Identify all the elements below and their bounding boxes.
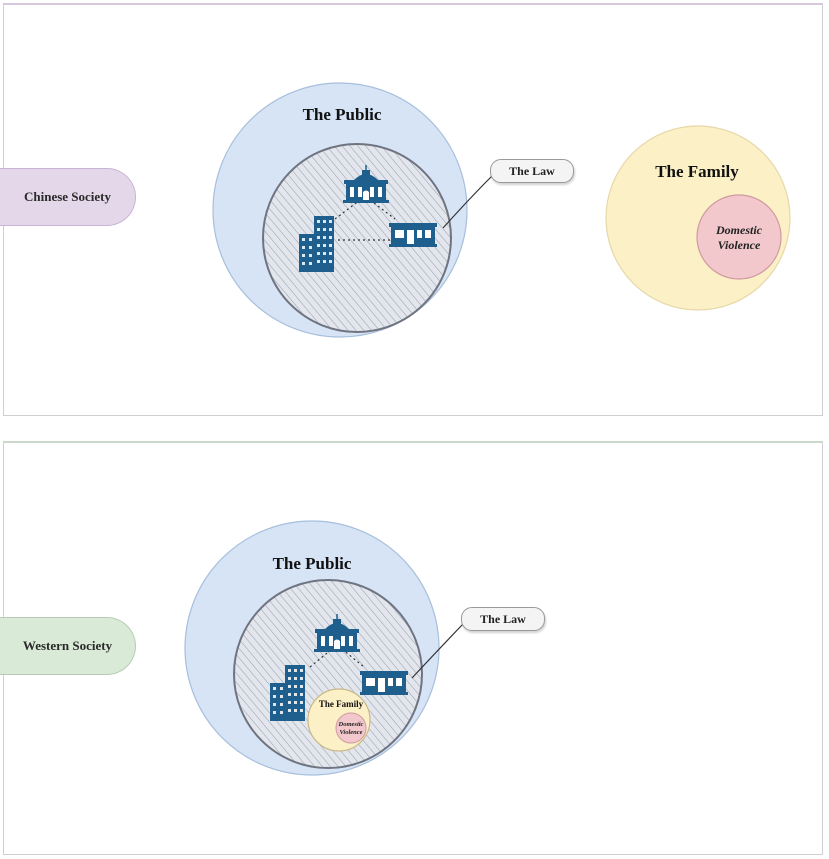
law-circle-bottom: [233, 579, 423, 769]
domestic-violence-circle-top: [696, 194, 782, 280]
law-connector-top: [442, 175, 493, 229]
violence-label-top: Violence: [718, 238, 761, 252]
shop-icon: [360, 671, 408, 695]
domestic-label-bottom: Domestic: [338, 721, 364, 728]
violence-label-bottom: Violence: [339, 729, 362, 736]
domestic-violence-circle-bottom: [335, 712, 367, 744]
chinese-society-tab: Chinese Society: [0, 168, 136, 226]
connection-lines-top: [334, 199, 396, 241]
public-label-bottom: The Public: [273, 554, 352, 573]
western-society-tab: Western Society: [0, 617, 136, 675]
law-callout-bottom: The Law: [461, 607, 545, 631]
law-connector-bottom: [411, 623, 464, 679]
shop-icon: [389, 223, 437, 247]
public-label-top: The Public: [303, 105, 382, 124]
family-label-top: The Family: [655, 162, 739, 181]
domestic-label-top: Domestic: [715, 223, 763, 237]
law-circle-top: [262, 143, 452, 333]
law-callout-top: The Law: [490, 159, 574, 183]
family-label-bottom: The Family: [319, 699, 364, 709]
